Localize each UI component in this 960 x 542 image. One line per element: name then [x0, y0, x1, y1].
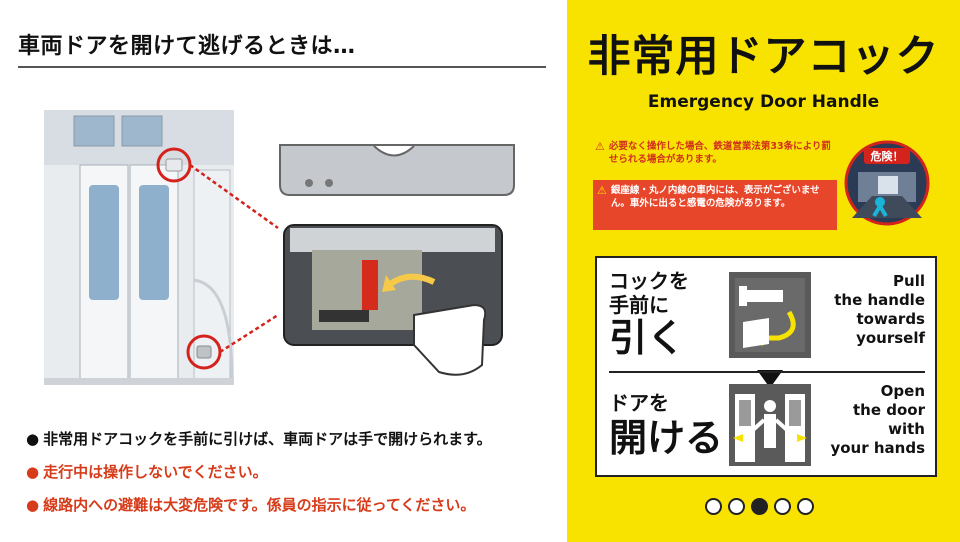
bullet-item: ● 非常用ドアコックを手前に引けば、車両ドアは手で開けられます。 [26, 422, 556, 455]
pager-dot-3-active[interactable] [751, 498, 768, 515]
bullet-text: 走行中は操作しないでください。 [43, 463, 268, 481]
warning-legal: ⚠ 必要なく操作した場合、鉄道営業法第33条により罰せられる場合があります。 [595, 140, 831, 166]
step1-jp-line1: コックを [609, 269, 689, 293]
step1-jp-line3: 引く [609, 316, 686, 360]
carousel-pager [705, 498, 814, 515]
bullet-text: 線路内への避難は大変危険です。係員の指示に従ってください。 [43, 496, 476, 514]
instruction-box: コックを 手前に 引く Pull the handle towards your… [595, 256, 937, 477]
bullet-dot-icon: ● [26, 429, 40, 448]
emergency-door-handle-title-en: Emergency Door Handle [647, 92, 880, 112]
pager-dot-5[interactable] [797, 498, 814, 515]
step1-jp-line2: 手前に [609, 293, 669, 317]
left-panel: 車両ドアを開けて逃げるときは… [18, 34, 556, 521]
emergency-door-handle-title-jp: 非常用ドアコック [587, 32, 940, 82]
step2-jp-line2: 開ける [609, 416, 724, 460]
open-door-icon [729, 384, 811, 466]
step1-en: Pull the handle towards yourself [834, 272, 925, 347]
step-divider [609, 371, 925, 373]
danger-track-icon: 危険！ [844, 140, 930, 226]
right-panel: 非常用ドアコック Emergency Door Handle ⚠ 必要なく操作し… [567, 0, 960, 542]
warning-triangle-icon: ⚠ [597, 184, 607, 197]
bullet-dot-icon: ● [26, 462, 40, 481]
bullet-text: 非常用ドアコックを手前に引けば、車両ドアは手で開けられます。 [43, 430, 492, 448]
step2-en: Open the door with your hands [830, 382, 925, 457]
pager-dot-4[interactable] [774, 498, 791, 515]
warning-electric-text: 銀座線・丸ノ内線の車内には、表示がございません。車外に出ると感電の危険があります… [610, 185, 820, 209]
pager-dot-2[interactable] [728, 498, 745, 515]
bullet-dot-icon: ● [26, 495, 40, 514]
danger-label: 危険！ [870, 149, 904, 163]
bullet-item: ● 走行中は操作しないでください。 [26, 455, 556, 488]
left-title: 車両ドアを開けて逃げるときは… [18, 34, 356, 59]
warning-legal-text: 必要なく操作した場合、鉄道営業法第33条により罰せられる場合があります。 [608, 141, 831, 165]
door-illustration [44, 110, 515, 385]
title-divider [18, 66, 546, 68]
bullet-item: ● 線路内への避難は大変危険です。係員の指示に従ってください。 [26, 488, 556, 521]
pull-handle-icon [729, 272, 811, 358]
bullet-list: ● 非常用ドアコックを手前に引けば、車両ドアは手で開けられます。 ● 走行中は操… [26, 422, 556, 521]
step2-jp-line1: ドアを [609, 391, 669, 415]
down-arrow-icon [757, 370, 783, 388]
warning-triangle-icon: ⚠ [595, 140, 605, 153]
pager-dot-1[interactable] [705, 498, 722, 515]
warning-electric: ⚠ 銀座線・丸ノ内線の車内には、表示がございません。車外に出ると感電の危険があり… [593, 180, 837, 230]
